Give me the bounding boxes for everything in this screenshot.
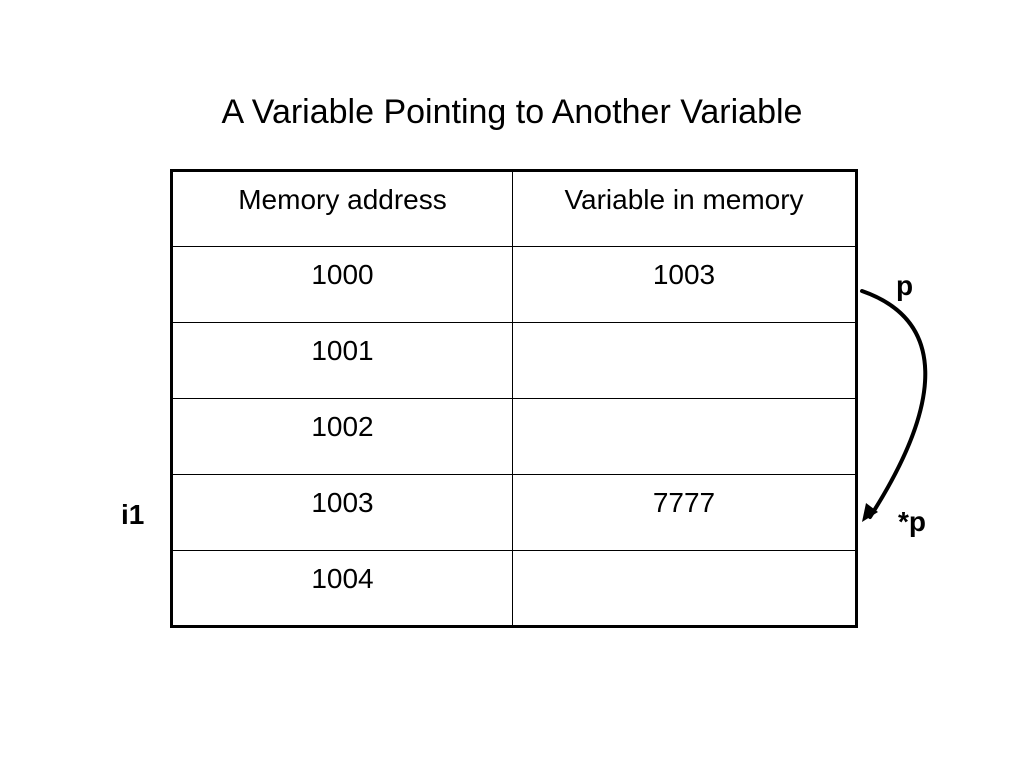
- target-variable-label: i1: [121, 499, 145, 530]
- value-cell: [512, 550, 857, 627]
- table-row: 1002: [171, 398, 857, 475]
- table-row: 1004: [171, 550, 857, 627]
- value-cell: [512, 322, 857, 399]
- address-cell: 1001: [171, 322, 513, 399]
- slide-title: A Variable Pointing to Another Variable: [221, 93, 803, 131]
- address-cell: 1003: [171, 474, 513, 551]
- value-cell: 1003: [512, 246, 857, 323]
- dereference-label: *p: [898, 506, 926, 537]
- address-cell: 1002: [171, 398, 513, 475]
- memory-table: Memory address Variable in memory 1000 1…: [170, 169, 858, 628]
- pointer-arrow-curve: [860, 289, 928, 519]
- pointer-arrowhead: [862, 503, 878, 522]
- value-cell: 7777: [512, 474, 857, 551]
- table-row: 1001: [171, 322, 857, 399]
- table-header-row: Memory address Variable in memory: [171, 170, 857, 247]
- address-cell: 1000: [171, 246, 513, 323]
- header-memory-address: Memory address: [171, 170, 513, 247]
- header-variable-in-memory: Variable in memory: [512, 170, 857, 247]
- address-cell: 1004: [171, 550, 513, 627]
- pointer-label: p: [896, 270, 914, 301]
- value-cell: [512, 398, 857, 475]
- table-row: 1000 1003: [171, 246, 857, 323]
- table-row: 1003 7777: [171, 474, 857, 551]
